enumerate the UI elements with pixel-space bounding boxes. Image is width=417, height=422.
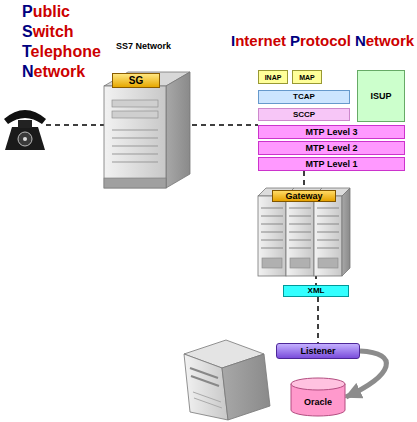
- node-text: XML: [308, 287, 325, 295]
- network-title-word: Telephone: [22, 42, 101, 61]
- phone-dial-hub: [23, 137, 27, 141]
- phone-dial: [18, 132, 32, 146]
- server-vent: [112, 154, 158, 155]
- node-text: MTP Level 2: [306, 144, 358, 153]
- node-text: MTP Level 1: [306, 160, 358, 169]
- network-title-word: Switch: [22, 22, 74, 41]
- node-text: Oracle: [304, 398, 332, 407]
- protocol-box: INAP: [258, 70, 288, 84]
- cylinder-top: [291, 378, 345, 390]
- protocol-layer: MTP Level 2: [258, 141, 405, 155]
- node-text: MTP Level 3: [306, 128, 358, 137]
- server-icon: [104, 72, 190, 188]
- node-text: Listener: [300, 347, 335, 356]
- server-side: [166, 72, 190, 188]
- phone-cradle: [18, 120, 32, 128]
- computer-side: [222, 354, 270, 420]
- protocol-box: TCAP: [258, 90, 350, 104]
- computer-front: [184, 354, 228, 420]
- format-box: XML: [283, 285, 349, 297]
- network-title-word: Public: [22, 2, 70, 21]
- protocol-layer: MTP Level 1: [258, 157, 405, 171]
- server-vent: [112, 146, 158, 147]
- computer-vent: [194, 398, 222, 408]
- node-text: SG: [129, 76, 143, 86]
- computer-icon: [184, 340, 270, 420]
- database-cylinder: Oracle: [290, 377, 346, 417]
- network-title-word: Network: [355, 32, 414, 50]
- network-label: SS7 Network: [116, 41, 171, 52]
- node-text: TCAP: [293, 93, 315, 101]
- computer-drive: [191, 376, 219, 386]
- protocol-box: ISUP: [357, 70, 405, 122]
- node-text: MAP: [299, 74, 315, 81]
- node-text: INAP: [265, 74, 282, 81]
- dashed-link: [303, 171, 305, 190]
- phone-body: [5, 127, 45, 150]
- server-vent: [112, 138, 158, 139]
- phone-wire: [46, 124, 104, 126]
- server-front: [104, 86, 166, 188]
- server-vent: [112, 130, 158, 131]
- gateway-rack: [258, 188, 350, 276]
- network-title-word: Network: [22, 62, 85, 81]
- gateway-label-box: Gateway: [272, 190, 336, 202]
- gateway-label-box: SG: [112, 73, 160, 88]
- listener-box: Listener: [276, 343, 360, 359]
- node-text: ISUP: [370, 92, 391, 101]
- dashed-link: [317, 297, 319, 343]
- server-drive: [112, 100, 158, 107]
- protocol-box: SCCP: [258, 108, 350, 121]
- node-text: Gateway: [285, 192, 322, 201]
- telephone-icon: [4, 110, 46, 150]
- network-wire: [192, 124, 258, 126]
- server-drive: [112, 111, 158, 118]
- network-title: InternetProtocolNetwork: [231, 32, 414, 50]
- server-base: [104, 178, 166, 188]
- node-text: SCCP: [293, 111, 315, 119]
- rack-side: [342, 188, 350, 276]
- protocol-layer: MTP Level 3: [258, 125, 405, 139]
- network-title-word: Internet: [231, 32, 286, 50]
- network-title-word: Protocol: [290, 32, 351, 50]
- computer-vent: [193, 392, 221, 402]
- server-vent: [112, 162, 158, 163]
- protocol-box: MAP: [292, 70, 322, 84]
